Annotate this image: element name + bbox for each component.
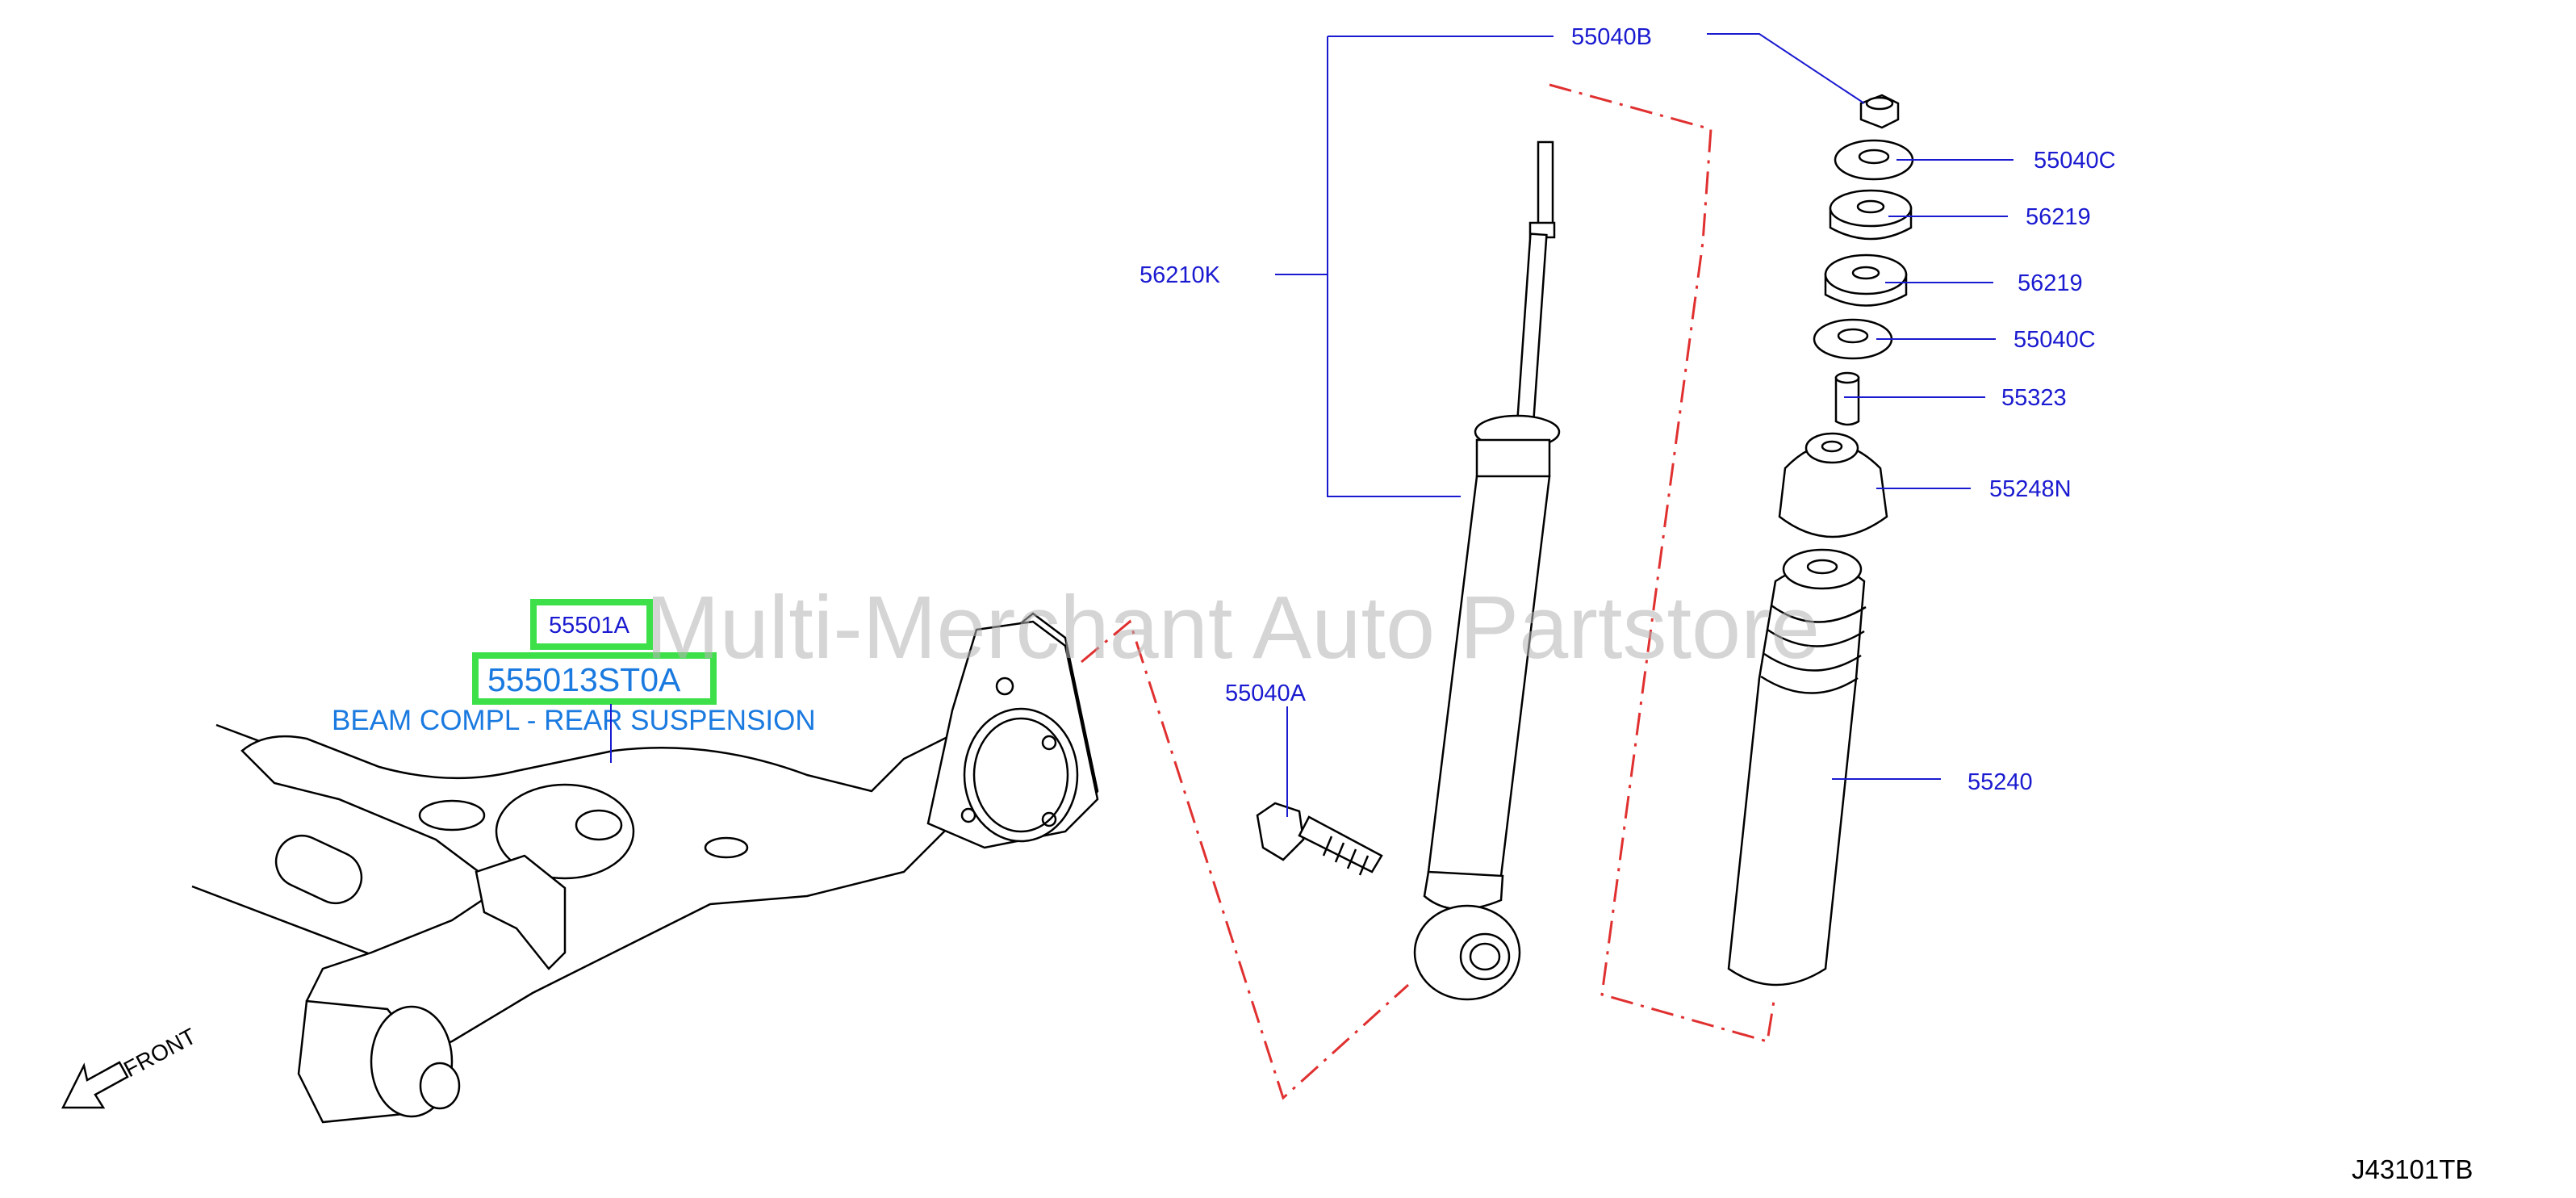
callout-56219-bottom[interactable]: 56219 bbox=[2018, 270, 2083, 296]
callout-55248N[interactable]: 55248N bbox=[1989, 476, 2072, 502]
diagram-reference: J43101TB bbox=[2352, 1154, 2473, 1184]
part-number-highlight-box bbox=[472, 652, 717, 705]
bolt-55040A-drawing bbox=[1256, 802, 1383, 876]
callout-55323[interactable]: 55323 bbox=[2001, 385, 2067, 411]
callout-55040C-bottom[interactable]: 55040C bbox=[2014, 327, 2096, 353]
highlight-part-code[interactable]: 55501A bbox=[549, 613, 630, 639]
mount-stack-drawing bbox=[1727, 94, 1914, 986]
rear-suspension-beam-drawing bbox=[61, 612, 1099, 1124]
front-arrow-icon bbox=[61, 1061, 129, 1109]
highlight-part-number[interactable]: 555013ST0A bbox=[487, 661, 681, 698]
callout-56219-top[interactable]: 56219 bbox=[2026, 204, 2091, 230]
front-label: FRONT bbox=[119, 1024, 200, 1083]
highlight-part-name: BEAM COMPL - REAR SUSPENSION bbox=[332, 705, 816, 736]
highlighted-beam-callout[interactable]: 55501A 555013ST0A BEAM COMPL - REAR SUSP… bbox=[332, 599, 816, 763]
callout-55040B[interactable]: 55040B bbox=[1571, 24, 1652, 50]
callout-55240[interactable]: 55240 bbox=[1968, 769, 2033, 795]
callout-55040C-top[interactable]: 55040C bbox=[2034, 148, 2116, 174]
callout-56210K[interactable]: 56210K bbox=[1140, 262, 1221, 288]
assembly-dashed-lines bbox=[1081, 83, 1775, 1100]
shock-absorber-drawing bbox=[1413, 140, 1561, 1001]
part-code-highlight-box bbox=[530, 599, 653, 650]
watermark-text: Multi-Merchant Auto Partstore bbox=[646, 578, 1820, 677]
leader-lines bbox=[1275, 33, 2014, 817]
callout-55040A[interactable]: 55040A bbox=[1225, 681, 1307, 706]
